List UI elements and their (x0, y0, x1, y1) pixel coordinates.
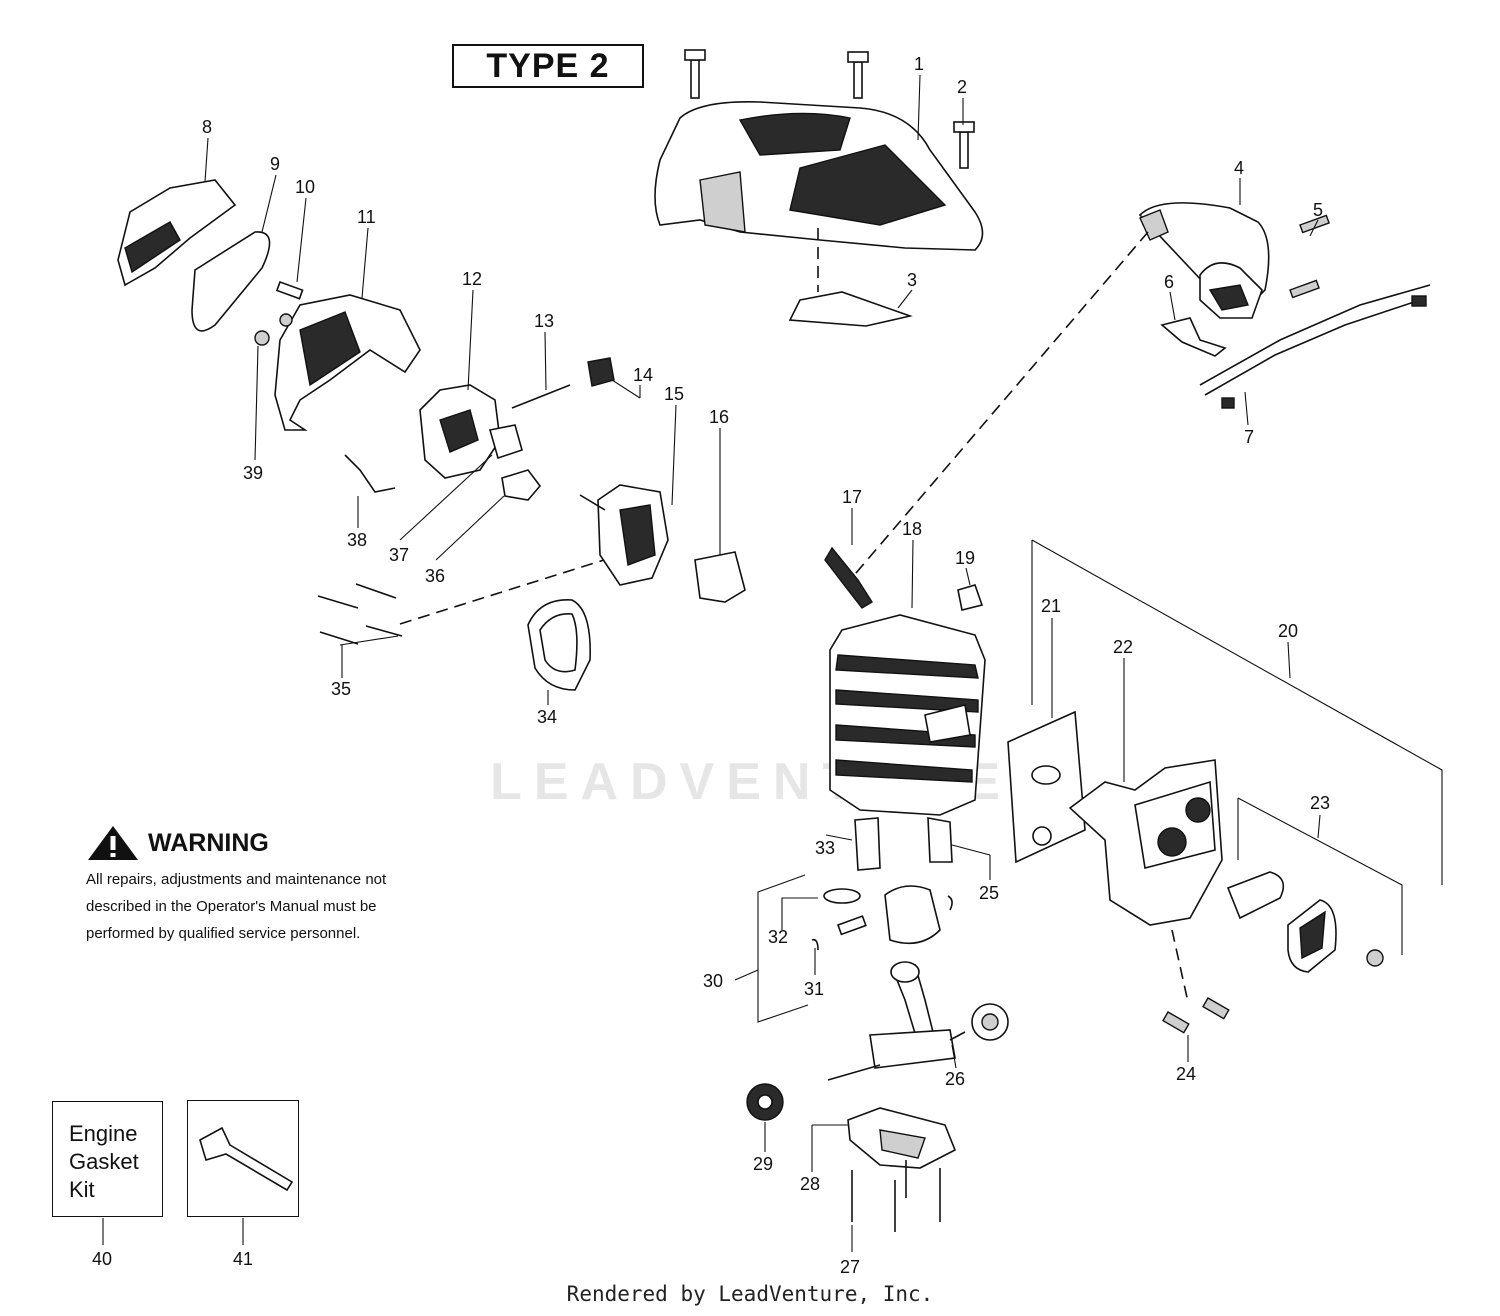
callout-23: 23 (1310, 793, 1330, 813)
callout-28: 28 (800, 1174, 820, 1194)
part-35-bolts (317, 583, 403, 645)
callout-14: 14 (633, 365, 653, 385)
part-13-rod (511, 384, 571, 409)
callout-2: 2 (957, 77, 967, 97)
callout-11: 11 (357, 207, 376, 227)
part-30-piston-kit (811, 885, 953, 951)
callout-27: 27 (840, 1257, 860, 1277)
callout-26: 26 (945, 1069, 965, 1089)
part-14-fitting (587, 357, 615, 387)
part-36-gasket (501, 469, 542, 501)
part-15-intake-manifold (579, 484, 669, 586)
warning-line: described in the Operator's Manual must … (86, 898, 377, 915)
part-4-ignition-module (1138, 202, 1270, 319)
callout-41: 41 (233, 1249, 253, 1269)
part-26-crankshaft (827, 961, 966, 1081)
callout-32: 32 (768, 927, 788, 947)
part-23-spark-screen-set (1226, 871, 1384, 973)
scrench-tool-icon (199, 1126, 294, 1192)
warning-title: WARNING (148, 828, 269, 857)
part-12-carburetor (419, 384, 501, 479)
part-38-wire-link (344, 454, 396, 493)
callout-25: 25 (979, 883, 999, 903)
part-8-filter-cover (117, 179, 237, 287)
callout-33: 33 (815, 838, 835, 858)
warning-triangle-icon (88, 826, 138, 860)
callout-8: 8 (202, 117, 212, 137)
warning-line: All repairs, adjustments and maintenance… (86, 871, 387, 888)
callout-17: 17 (842, 487, 862, 507)
callout-18: 18 (902, 519, 922, 539)
part-5-module-screws (1289, 214, 1330, 299)
callout-40: 40 (92, 1249, 112, 1269)
part-18-cylinder (829, 614, 986, 816)
part-16-gasket (694, 551, 746, 603)
callout-1: 1 (914, 54, 924, 74)
warning-line: performed by qualified service personnel… (86, 925, 361, 942)
callout-38: 38 (347, 530, 367, 550)
callout-7: 7 (1244, 427, 1254, 447)
callout-39: 39 (243, 463, 263, 483)
leader-lines (102, 74, 1443, 1252)
callout-20: 20 (1278, 621, 1298, 641)
kit-line: Engine (69, 1121, 138, 1146)
callout-6: 6 (1164, 272, 1174, 292)
part-22-muffler (1068, 759, 1223, 926)
kit-line: Gasket (69, 1149, 139, 1174)
type-label: TYPE 2 (452, 44, 644, 88)
callout-12: 12 (462, 269, 482, 289)
tool-box (187, 1100, 299, 1217)
engine-gasket-kit-box: Engine Gasket Kit (52, 1101, 163, 1217)
callout-37: 37 (389, 545, 409, 565)
warning-text: All repairs, adjustments and maintenance… (86, 866, 426, 947)
part-19-clip (957, 584, 984, 611)
part-10-screw (275, 280, 304, 300)
part-6-bracket (1160, 317, 1227, 357)
footer-credit: Rendered by LeadVenture, Inc. (566, 1282, 934, 1306)
callout-24: 24 (1176, 1064, 1196, 1084)
part-34-intake-boot (527, 599, 591, 691)
callout-3: 3 (907, 270, 917, 290)
part-7-wire-harness (1199, 284, 1431, 409)
warning-notice: WARNING All repairs, adjustments and mai… (86, 824, 426, 947)
callout-21: 21 (1041, 596, 1061, 616)
kit-line: Kit (69, 1177, 95, 1202)
callout-31: 31 (804, 979, 824, 999)
callout-4: 4 (1234, 158, 1244, 178)
part-29-bearing (746, 1083, 784, 1121)
callout-10: 10 (295, 177, 315, 197)
part-39-nut (254, 313, 293, 346)
part-27-bolts (851, 1160, 941, 1232)
callout-19: 19 (955, 548, 975, 568)
callout-29: 29 (753, 1154, 773, 1174)
callout-5: 5 (1313, 200, 1323, 220)
callout-34: 34 (537, 707, 557, 727)
callout-15: 15 (664, 384, 684, 404)
part-37-tube (488, 424, 523, 460)
part-1-top-cover (654, 101, 984, 251)
part-9-air-filter (191, 231, 271, 332)
callout-36: 36 (425, 566, 445, 586)
callout-9: 9 (270, 154, 280, 174)
part-17-spark-plug (824, 546, 873, 609)
callout-labels: 1 2 3 4 5 6 7 8 9 10 11 12 13 14 15 16 1… (92, 54, 1330, 1277)
part-2-cover-screws (684, 49, 975, 169)
callout-22: 22 (1113, 637, 1133, 657)
part-21-muffler-gasket (1007, 710, 1086, 864)
part-24-muffler-bolts (1162, 997, 1230, 1034)
part-28-crankcase-half (847, 1107, 957, 1169)
part-33-25-gaskets (854, 817, 953, 871)
callout-35: 35 (331, 679, 351, 699)
callout-13: 13 (534, 311, 554, 331)
callout-30: 30 (703, 971, 723, 991)
callout-16: 16 (709, 407, 729, 427)
part-3-decal (788, 228, 913, 327)
part-11-filter-holder (274, 294, 421, 431)
part-26-bearing (971, 1003, 1009, 1041)
